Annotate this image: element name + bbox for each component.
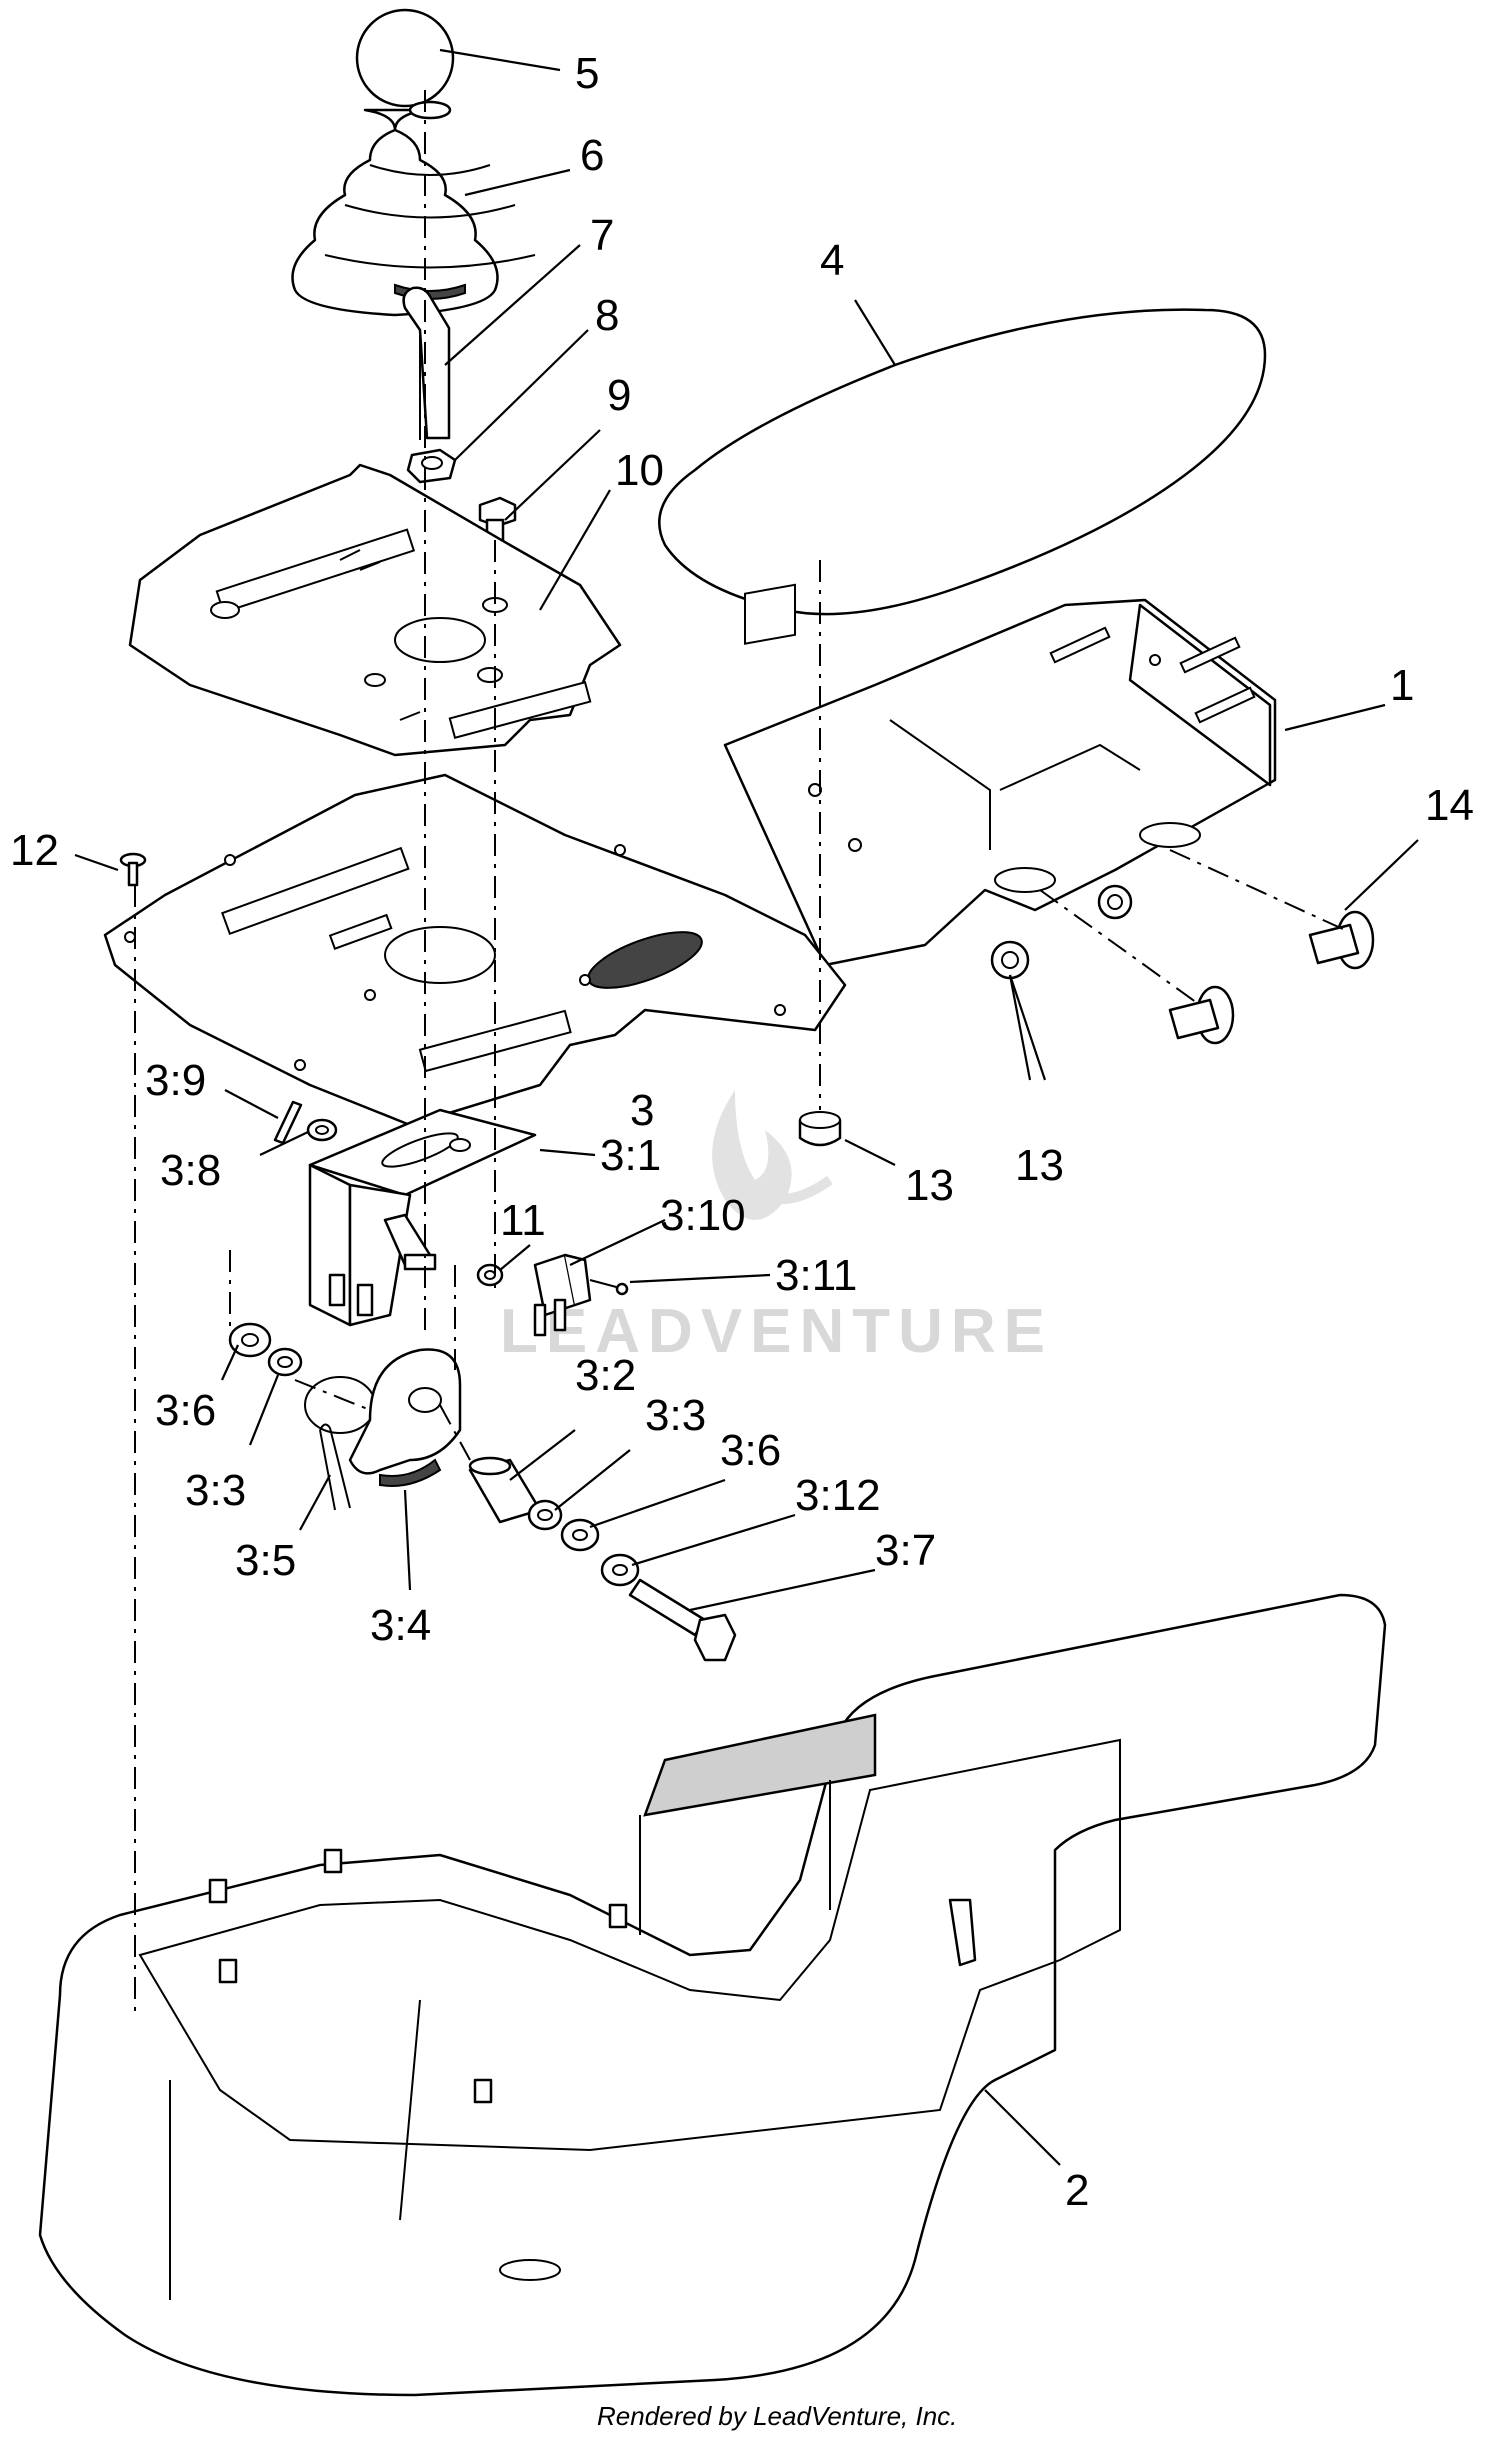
part-washer-3-6-left (228, 1322, 272, 1358)
callout-11: 11 (500, 1196, 546, 1245)
part-nut-13a (798, 1111, 842, 1147)
callout-9: 9 (607, 371, 631, 420)
callout-3-6-left: 3:6 (155, 1386, 216, 1435)
part-carriage-bolt-b (1168, 985, 1235, 1045)
part-seat-cushion (658, 308, 1267, 616)
callout-8: 8 (595, 291, 619, 340)
watermark-flame-icon (712, 1090, 833, 1220)
callout-3-12: 3:12 (795, 1471, 881, 1520)
part-bushing-3-3-left (267, 1347, 303, 1377)
callout-3-5: 3:5 (235, 1536, 296, 1585)
callout-3-2: 3:2 (575, 1351, 636, 1400)
part-knob (355, 8, 455, 108)
part-boot (291, 100, 536, 317)
callout-6: 6 (580, 131, 604, 180)
callout-3-10: 3:10 (660, 1191, 746, 1240)
callout-13-left: 13 (905, 1161, 954, 1210)
part-nut-11 (476, 1263, 504, 1287)
part-shift-bracket (308, 1108, 537, 1327)
leader-lines (74, 48, 1419, 2166)
part-console-plate (103, 773, 847, 1127)
callout-3-1: 3:1 (600, 1131, 661, 1180)
callout-labels: 5 6 7 8 9 10 4 1 14 12 13 13 3 3:1 3:9 3… (10, 49, 1474, 2215)
alignment-lines (134, 90, 1346, 2015)
callout-4: 4 (820, 236, 844, 285)
callout-10: 10 (615, 446, 664, 495)
callout-1: 1 (1390, 661, 1414, 710)
render-credit: Rendered by LeadVenture, Inc. (597, 2401, 957, 2431)
part-screw-3-11 (589, 1279, 629, 1296)
callout-14: 14 (1425, 781, 1474, 830)
part-nut (406, 448, 457, 484)
callout-7: 7 (590, 211, 614, 260)
callout-3-6-right: 3:6 (720, 1426, 781, 1475)
part-nut-13c (1097, 884, 1133, 920)
callout-3: 3 (630, 1086, 654, 1135)
part-bolt-3-7 (628, 1578, 737, 1662)
part-console-base (38, 1593, 1387, 2397)
callout-13-right: 13 (1015, 1141, 1064, 1190)
watermark: LEADVENTURE (500, 1090, 1053, 1366)
callout-5: 5 (575, 49, 599, 98)
callout-3-9: 3:9 (145, 1056, 206, 1105)
part-strip-3-9 (273, 1100, 303, 1145)
watermark-text: LEADVENTURE (500, 1297, 1053, 1366)
part-gate-plate (128, 463, 622, 757)
part-switch-3-10 (533, 1253, 592, 1337)
part-shift-arm-3-4 (348, 1348, 462, 1487)
callout-3-3-left: 3:3 (185, 1466, 246, 1515)
callout-3-4: 3:4 (370, 1601, 431, 1650)
callout-3-11: 3:11 (775, 1251, 857, 1300)
part-lever (402, 286, 451, 440)
part-console-frame (723, 583, 1277, 967)
part-washer-3-6-right (560, 1518, 600, 1552)
callout-3-7: 3:7 (875, 1526, 936, 1575)
part-bushing-3-8 (306, 1118, 338, 1142)
part-screw-12 (119, 852, 147, 887)
part-bushing-3-3-right (527, 1499, 563, 1531)
part-carriage-bolt-a (1308, 910, 1375, 970)
part-washer-3-12 (600, 1553, 640, 1587)
callout-3-8: 3:8 (160, 1146, 221, 1195)
callout-3-3-right: 3:3 (645, 1391, 706, 1440)
callout-2: 2 (1065, 2166, 1089, 2215)
part-nut-13b (990, 940, 1030, 980)
callout-12: 12 (10, 826, 59, 875)
